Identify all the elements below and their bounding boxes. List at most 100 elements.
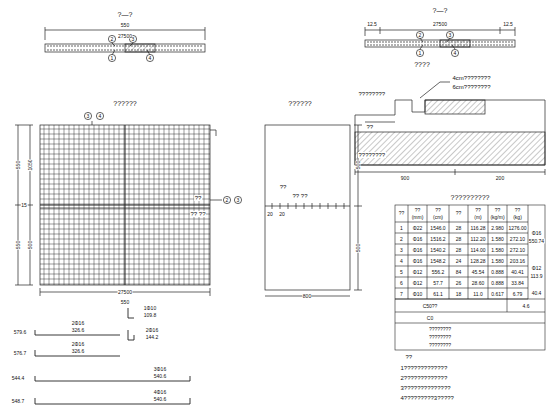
callout-number: 2 xyxy=(110,37,114,42)
bar-shapes xyxy=(35,308,190,404)
drawing-label: 3?????????????? xyxy=(400,385,451,391)
drawing-label: 556.2 xyxy=(431,269,445,274)
callout-circle xyxy=(146,54,153,61)
drawing-label: 1540.2 xyxy=(430,247,446,252)
callout-number: 3 xyxy=(236,198,240,203)
drawing-label: 576.7 xyxy=(13,351,27,356)
drawing-label: 11.0 xyxy=(473,291,483,296)
drawing-label: 0.888 xyxy=(491,280,505,285)
drawing-label: ???????? xyxy=(428,343,451,348)
drawing-label: 0.888 xyxy=(491,269,505,274)
drawing-label: 800 xyxy=(302,294,311,299)
drawing-label: ?—? xyxy=(432,7,448,14)
rebar-plan xyxy=(15,121,222,296)
callout-number: 3 xyxy=(448,33,452,38)
callout-number: 4 xyxy=(98,114,102,119)
drawing-label: 26 xyxy=(455,280,462,285)
drawing-label: 4 xyxy=(400,258,404,263)
drawing-label: 6cm???????? xyxy=(452,84,491,90)
drawing-label: 544.4 xyxy=(11,376,25,381)
drawing-label: 24 xyxy=(455,258,462,263)
drawing-label: 1050 xyxy=(28,159,33,171)
drawing-label: 272.10 xyxy=(509,236,525,241)
drawing-label: 550 xyxy=(16,240,21,249)
drawing-label: 114.00 xyxy=(470,247,486,252)
drawing-label: ?? xyxy=(475,208,482,213)
drawing-label: ?? xyxy=(414,208,421,213)
drawing-label: C50?? xyxy=(422,303,438,308)
drawing-label: (cm) xyxy=(433,215,444,220)
slab-section xyxy=(45,27,205,55)
drawing-label: 550 xyxy=(16,160,21,169)
drawing-label: ?? ?? xyxy=(190,211,206,217)
callout-circle xyxy=(108,35,115,42)
drawing-label: 12.5 xyxy=(367,22,378,27)
drawing-label: 1546.0 xyxy=(430,225,446,230)
drawing-label: 2Φ16 xyxy=(71,321,84,326)
drawing-label: ?—? xyxy=(117,11,133,18)
drawing-label: 3Φ16 xyxy=(153,367,166,372)
callout-number: 1 xyxy=(418,51,422,56)
drawing-label: 84 xyxy=(455,269,462,274)
drawing-label: ???????? xyxy=(358,91,386,97)
drawing-label: ?? xyxy=(398,211,405,216)
drawing-label: (kg/m) xyxy=(490,215,505,220)
drawing-label: ?? xyxy=(279,184,287,190)
drawing-label: 28 xyxy=(455,236,462,241)
callout-number: 2 xyxy=(225,198,229,203)
drawing-label: 200 xyxy=(495,176,504,181)
drawing-label: ?????????? xyxy=(450,194,490,201)
drawing-label: 203.16 xyxy=(509,258,525,263)
drawing-label: 326.6 xyxy=(71,328,85,333)
callout-circle xyxy=(451,49,458,56)
callout-circle xyxy=(416,31,423,38)
drawing-label: ?? xyxy=(514,208,521,213)
callout-circle xyxy=(96,112,103,119)
drawing-label: 2 xyxy=(400,236,404,241)
drawing-label: 1548.2 xyxy=(430,258,446,263)
drawing-label: 1 xyxy=(400,225,404,230)
drawing-label: 540.6 xyxy=(153,374,167,379)
drawing-label: 15 xyxy=(21,203,28,208)
drawing-label: 2.980 xyxy=(491,225,505,230)
drawing-label: 540.6 xyxy=(153,397,167,402)
drawing-label: 18 xyxy=(455,291,462,296)
drawing-label: 33.84 xyxy=(511,280,525,285)
drawing-label: C0 xyxy=(426,315,433,320)
drawing-label: (m) xyxy=(474,215,483,220)
drawing-label: 579.6 xyxy=(13,330,27,335)
callout-number: 4 xyxy=(148,56,152,61)
drawing-label: 27500 xyxy=(118,34,133,39)
drawing-label: ???????? xyxy=(428,335,451,340)
drawing-label: 548.7 xyxy=(11,399,25,404)
callout-number: 2 xyxy=(418,33,422,38)
drawing-label: ?????? xyxy=(113,100,137,107)
drawing-label: ?? xyxy=(435,208,442,213)
callout-circle xyxy=(84,112,91,119)
drawing-label: 1276.00 xyxy=(508,225,527,230)
drawing-label: ?? xyxy=(494,208,501,213)
drawing-label: 500 xyxy=(356,243,361,252)
drawing-label: 28.60 xyxy=(471,280,485,285)
drawing-label: Φ16 xyxy=(531,231,542,236)
drawing-label: 4cm???????? xyxy=(452,75,491,81)
drawing-label: 0.617 xyxy=(491,291,505,296)
drawing-label: 40.4 xyxy=(531,291,542,296)
callout-number: 4 xyxy=(453,51,457,56)
callout-number: 3 xyxy=(131,37,135,42)
drawing-label: 1.580 xyxy=(491,247,505,252)
drawing-label: 20 xyxy=(267,212,274,217)
drawing-label: 1.580 xyxy=(491,236,505,241)
drawing-label: ???????? xyxy=(428,327,451,332)
callout-number: 1 xyxy=(110,56,114,61)
drawing-label: ?? xyxy=(366,124,374,130)
drawing-label: 500 xyxy=(356,160,361,169)
drawing-label: 5 xyxy=(400,269,404,274)
drawing-label: 326.6 xyxy=(71,349,85,354)
drawing-label: (kg) xyxy=(513,215,523,220)
drawing-label: 144.2 xyxy=(145,335,159,340)
drawing-label: 61.1 xyxy=(433,291,444,296)
drawing-label: Φ12 xyxy=(531,266,542,271)
drawing-label: ?? xyxy=(405,354,413,360)
callout-circle xyxy=(234,196,241,203)
